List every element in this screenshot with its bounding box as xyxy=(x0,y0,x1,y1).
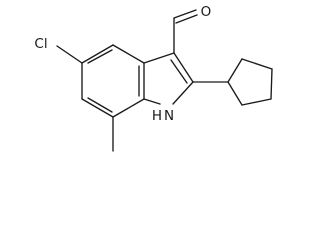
hydrogen-atom-label: H xyxy=(152,108,162,124)
chlorine-atom-label: Cl xyxy=(34,36,47,52)
bond-c3-c2 xyxy=(173,52,194,83)
bond-c3a-c3 xyxy=(143,52,175,64)
bond-c2-n1 xyxy=(172,81,194,105)
cyclopentyl-group xyxy=(192,58,273,106)
bond-cp-3 xyxy=(270,68,273,100)
bond-cho-o xyxy=(173,9,197,19)
oxygen-atom-label: O xyxy=(201,4,212,20)
bond-cp-5 xyxy=(227,81,243,106)
bond-cho-o-double xyxy=(175,14,198,24)
pyrrole-ring xyxy=(143,52,194,105)
bond-cp-2 xyxy=(241,58,273,70)
bond-n1-c7a xyxy=(143,98,161,105)
bond-c8-c9 xyxy=(81,98,114,118)
benzene-ring xyxy=(81,44,145,118)
bond-c7-c8 xyxy=(112,98,145,118)
bond-cp-1 xyxy=(227,58,243,83)
aldehyde-group xyxy=(173,9,198,54)
bond-c5-c6 xyxy=(112,44,145,64)
nitrogen-atom-label: N xyxy=(164,108,174,124)
bond-cp-4 xyxy=(241,98,272,106)
bond-c3-c2-double xyxy=(170,59,188,84)
bond-c4-c5 xyxy=(81,44,114,64)
molecule-diagram: Cl O H N xyxy=(34,4,273,152)
bond-c4-c5-double xyxy=(87,49,113,64)
bond-c5-cl xyxy=(56,45,83,64)
structure-svg: Cl O H N xyxy=(34,4,273,152)
bond-c8-c9-double xyxy=(87,97,113,113)
